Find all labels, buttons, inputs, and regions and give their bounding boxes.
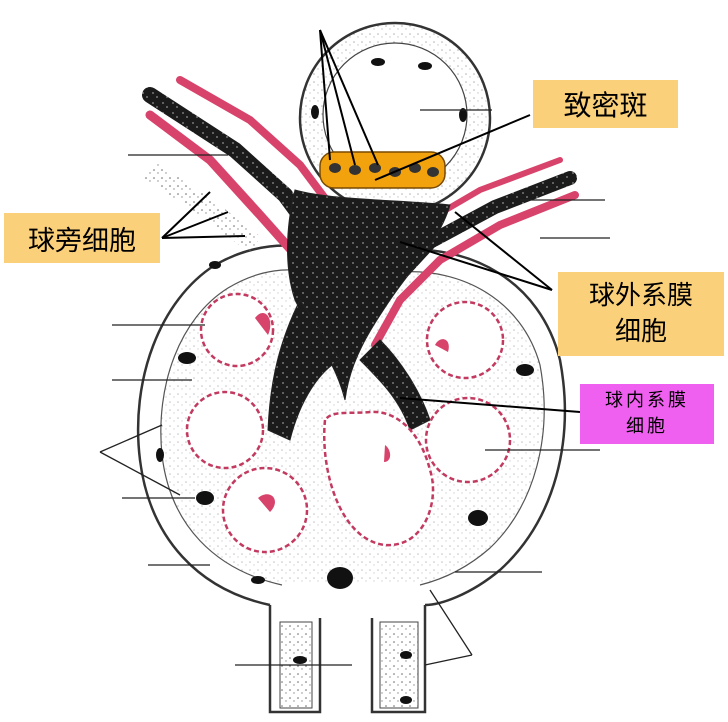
label-intra-line1: 球内系膜 (605, 388, 689, 414)
distal-nucleus (418, 62, 432, 70)
label-macula-densa-text: 致密斑 (563, 84, 647, 124)
tubule-nucleus (400, 696, 412, 704)
capillary-loop (427, 302, 503, 378)
label-macula-densa: 致密斑 (533, 80, 678, 128)
capillary-loop (187, 392, 263, 468)
label-extra-line1: 球外系膜 (589, 278, 693, 314)
distal-nucleus (311, 105, 319, 119)
macula-densa-cells (320, 152, 445, 188)
distal-nucleus (371, 58, 385, 66)
capillary-loop (426, 398, 510, 482)
tubule-nucleus (400, 651, 412, 659)
label-intra-line2: 细胞 (626, 414, 668, 440)
label-extra-line2: 细胞 (615, 314, 667, 350)
label-extraglomerular-mesangial-cells: 球外系膜 细胞 (558, 272, 724, 356)
label-juxtaglomerular-text: 球旁细胞 (28, 219, 136, 258)
tubule-nucleus (293, 656, 307, 664)
capillary-loop (201, 294, 273, 366)
label-juxtaglomerular-cells: 球旁细胞 (4, 213, 160, 263)
tubule-cell-right (380, 622, 418, 708)
label-intraglomerular-mesangial-cells: 球内系膜 细胞 (580, 384, 714, 444)
capillary-loop (223, 468, 307, 552)
